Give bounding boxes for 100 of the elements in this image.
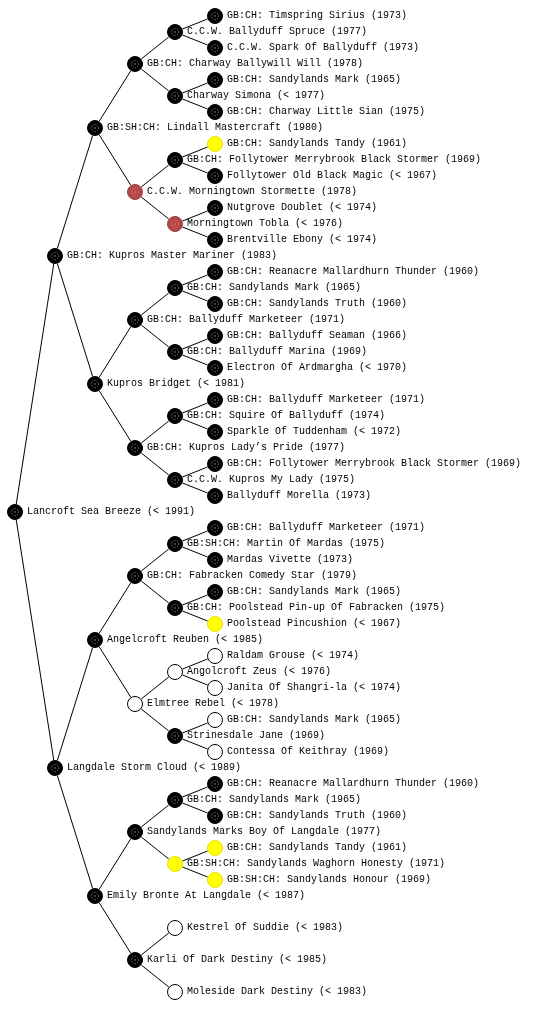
name-label: GB:CH: Squire Of Ballyduff (1974) <box>187 410 386 422</box>
name-label: GB:CH: Sandylands Mark (1965) <box>187 282 362 294</box>
connector-line <box>140 548 170 572</box>
connector-line <box>140 580 170 604</box>
connector-line <box>56 775 94 889</box>
connector-line <box>15 263 55 505</box>
connector-line <box>181 482 209 494</box>
connector-line <box>140 932 170 956</box>
connector-line <box>181 738 209 750</box>
name-label: Electron Of Ardmargha (< 1970) <box>227 362 408 374</box>
name-label: GB:CH: Kupros Master Mariner (1983) <box>67 250 278 262</box>
name-label: GB:CH: Ballyduff Marketeer (1971) <box>227 394 426 406</box>
connector-line <box>181 594 209 606</box>
name-label: Sandylands Marks Boy Of Langdale (1977) <box>147 826 382 838</box>
name-label: GB:SH:CH: Sandylands Waghorn Honesty (1971) <box>187 858 446 870</box>
name-label: GB:CH: Follytower Merrybrook Black Stormer (1969) <box>227 458 522 470</box>
connector-line <box>181 674 209 686</box>
connector-line <box>98 646 132 698</box>
name-label: GB:CH: Sandylands Tandy (1961) <box>227 842 408 854</box>
name-label: GB:CH: Charway Ballywill Will (1978) <box>147 58 364 70</box>
connector-line <box>140 964 170 988</box>
name-label: Strinesdale Jane (1969) <box>187 730 326 742</box>
name-label: Angolcroft Zeus (< 1976) <box>187 666 332 678</box>
name-label: GB:SH:CH: Martin Of Mardas (1975) <box>187 538 386 550</box>
connector-line <box>181 850 209 862</box>
connector-line <box>140 324 170 348</box>
connector-line <box>56 647 94 761</box>
connector-line <box>181 546 209 558</box>
name-label: GB:SH:CH: Sandylands Honour (1969) <box>227 874 432 886</box>
connector-line <box>181 466 209 478</box>
name-label: Moleside Dark Destiny (< 1983) <box>187 986 368 998</box>
name-label: GB:SH:CH: Lindall Mastercraft (1980) <box>107 122 324 134</box>
connector-line <box>56 263 94 377</box>
name-label: C.C.W. Ballyduff Spruce (1977) <box>187 26 368 38</box>
connector-line <box>181 530 209 542</box>
name-label: GB:CH: Sandylands Mark (1965) <box>187 794 362 806</box>
connector-line <box>181 98 209 110</box>
name-label: C.C.W. Morningtown Stormette (1978) <box>147 186 358 198</box>
name-label: GB:CH: Sandylands Mark (1965) <box>227 74 402 86</box>
connector-line <box>98 326 132 378</box>
connector-line <box>181 866 209 878</box>
name-label: Raldam Grouse (< 1974) <box>227 650 360 662</box>
name-label: GB:CH: Kupros Lady’s Pride (1977) <box>147 442 346 454</box>
name-label: GB:CH: Sandylands Mark (1965) <box>227 586 402 598</box>
name-label: GB:CH: Ballyduff Marina (1969) <box>187 346 368 358</box>
name-label: Lancroft Sea Breeze (< 1991) <box>27 506 196 518</box>
connector-line <box>98 390 132 442</box>
name-label: GB:CH: Ballyduff Seaman (1966) <box>227 330 408 342</box>
connector-line <box>181 658 209 670</box>
name-label: Kupros Bridget (< 1981) <box>107 378 246 390</box>
name-label: GB:CH: Follytower Merrybrook Black Stormer (1969) <box>187 154 482 166</box>
name-label: Kestrel Of Suddie (< 1983) <box>187 922 344 934</box>
name-label: GB:CH: Timspring Sirius (1973) <box>227 10 408 22</box>
name-label: Langdale Storm Cloud (< 1989) <box>67 762 242 774</box>
connector-line <box>181 802 209 814</box>
name-label: Elmtree Rebel (< 1978) <box>147 698 280 710</box>
connector-line <box>140 676 170 700</box>
name-label: Poolstead Pincushion (< 1967) <box>227 618 402 630</box>
name-label: GB:CH: Ballyduff Marketeer (1971) <box>227 522 426 534</box>
name-label: GB:CH: Sandylands Truth (1960) <box>227 298 408 310</box>
name-label: Contessa Of Keithray (1969) <box>227 746 390 758</box>
connector-line <box>181 786 209 798</box>
connector-line <box>181 402 209 414</box>
connector-line <box>181 722 209 734</box>
connector-line <box>140 36 170 60</box>
name-label: C.C.W. Spark Of Ballyduff (1973) <box>227 42 420 54</box>
name-label: Brentville Ebony (< 1974) <box>227 234 378 246</box>
name-label: Morningtown Tobla (< 1976) <box>187 218 344 230</box>
name-label: GB:CH: Sandylands Mark (1965) <box>227 714 402 726</box>
connector-line <box>140 452 170 476</box>
connector-line <box>140 164 170 188</box>
name-label: GB:CH: Reanacre Mallardhurn Thunder (1960) <box>227 778 480 790</box>
connector-line <box>181 18 209 30</box>
connector-line <box>98 134 132 186</box>
connector-line <box>140 804 170 828</box>
name-label: Ballyduff Morella (1973) <box>227 490 372 502</box>
connector-line <box>140 836 170 860</box>
name-label: Janita Of Shangri-la (< 1974) <box>227 682 402 694</box>
connector-line <box>181 82 209 94</box>
connector-line <box>140 708 170 732</box>
name-label: Karli Of Dark Destiny (< 1985) <box>147 954 328 966</box>
name-label: Charway Simona (< 1977) <box>187 90 326 102</box>
connector-line <box>140 68 170 92</box>
connector-line <box>140 196 170 220</box>
connector-line <box>140 292 170 316</box>
name-label: GB:CH: Reanacre Mallardhurn Thunder (1960) <box>227 266 480 278</box>
connector-line <box>181 146 209 158</box>
connector-line <box>98 838 132 890</box>
name-label: GB:CH: Fabracken Comedy Star (1979) <box>147 570 358 582</box>
connector-line <box>140 420 170 444</box>
connector-line <box>181 210 209 222</box>
connector-line <box>181 354 209 366</box>
name-label: Follytower Old Black Magic (< 1967) <box>227 170 438 182</box>
connector-line <box>181 418 209 430</box>
connector-line <box>181 338 209 350</box>
connector-line <box>98 902 132 954</box>
name-label: GB:CH: Sandylands Truth (1960) <box>227 810 408 822</box>
connector-line <box>15 519 55 761</box>
connector-line <box>181 290 209 302</box>
name-label: Sparkle Of Tuddenham (< 1972) <box>227 426 402 438</box>
